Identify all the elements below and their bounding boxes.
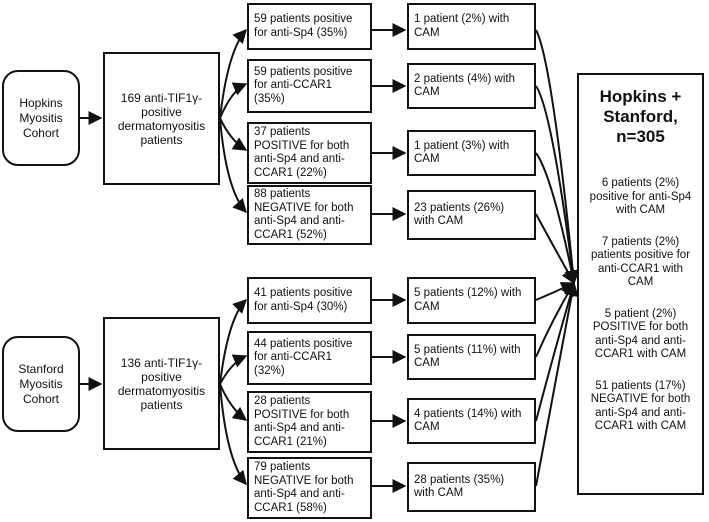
stanford-group-1: 41 patients positive for anti-Sp4 (30%)	[247, 277, 372, 324]
stanford-cohort-label: Stanford Myositis Cohort	[18, 361, 64, 406]
stanford-cam-3-label: 4 patients (14%) with CAM	[414, 407, 522, 434]
stanford-cam-2: 5 patients (11%) with CAM	[407, 334, 536, 380]
hopkins-group-4-label: 88 patients NEGATIVE for both anti-Sp4 a…	[254, 188, 354, 241]
summary-title: Hopkins + Stanford, n=305	[599, 87, 682, 146]
hopkins-cam-1-label: 1 patient (2%) with CAM	[414, 13, 510, 39]
stanford-group-2: 44 patients positive for anti-CCAR1 (32%…	[247, 331, 372, 385]
stanford-cohort-box: Stanford Myositis Cohort	[2, 336, 80, 432]
arrow-s-cam-2-to-summary	[535, 281, 575, 358]
stanford-group-4: 79 patients NEGATIVE for both anti-Sp4 a…	[247, 457, 372, 519]
summary-item-3: 5 patient (2%) POSITIVE for both anti-Sp…	[592, 307, 689, 361]
hopkins-cam-2-label: 2 patients (4%) with CAM	[414, 72, 515, 99]
stanford-cam-4: 28 patients (35%) with CAM	[407, 462, 536, 512]
stanford-group-4-label: 79 patients NEGATIVE for both anti-Sp4 a…	[254, 461, 354, 514]
arrow-h-cam-1-to-summary	[535, 29, 580, 285]
arrow-hopkins-total-to-group-2	[219, 82, 248, 119]
hopkins-total-box: 169 anti-TIF1γ- positive dermatomyositis…	[103, 52, 220, 185]
arrow-s-cam-4-to-summary	[535, 281, 579, 487]
hopkins-total-label: 169 anti-TIF1γ- positive dermatomyositis…	[117, 90, 206, 147]
stanford-cam-4-label: 28 patients (35%) with CAM	[414, 473, 505, 500]
arrow-hopkins-total-to-group-4	[219, 117, 247, 214]
hopkins-cam-3: 1 patient (3%) with CAM	[407, 130, 536, 176]
arrow-hopkins-total-to-group-1	[219, 28, 247, 119]
summary-item-4: 51 patients (17%) NEGATIVE for both anti…	[590, 379, 691, 433]
arrow-stanford-total-to-group-4	[219, 383, 247, 486]
stanford-group-3: 28 patients POSITIVE for both anti-Sp4 a…	[247, 391, 372, 453]
hopkins-group-3-label: 37 patients POSITIVE for both anti-Sp4 a…	[254, 126, 350, 179]
hopkins-group-4: 88 patients NEGATIVE for both anti-Sp4 a…	[247, 185, 372, 245]
summary-item-2: 7 patients (2%) patients positive for an…	[590, 235, 691, 289]
hopkins-group-1-label: 59 patients positive for anti-Sp4 (35%)	[254, 13, 353, 39]
hopkins-cam-3-label: 1 patient (3%) with CAM	[414, 139, 510, 166]
hopkins-group-3: 37 patients POSITIVE for both anti-Sp4 a…	[247, 122, 372, 184]
stanford-cam-2-label: 5 patients (11%) with CAM	[414, 343, 521, 370]
arrow-stanford-total-to-group-2	[219, 354, 248, 385]
stanford-cam-3: 4 patients (14%) with CAM	[407, 398, 536, 444]
stanford-group-3-label: 28 patients POSITIVE for both anti-Sp4 a…	[254, 395, 350, 448]
hopkins-group-2: 59 patients positive for anti-CCAR1 (35%…	[247, 59, 372, 113]
arrow-h-cam-3-to-summary	[535, 152, 579, 285]
summary-item-1: 6 patients (2%) positive for anti-Sp4 wi…	[589, 177, 692, 216]
hopkins-cam-2: 2 patients (4%) with CAM	[407, 63, 536, 109]
arrow-h-cam-4-to-summary	[535, 213, 575, 285]
hopkins-cam-4: 23 patients (26%) with CAM	[407, 190, 536, 240]
hopkins-cohort-box: Hopkins Myositis Cohort	[2, 70, 80, 166]
arrow-hopkins-total-to-group-3	[219, 117, 248, 151]
hopkins-group-1: 59 patients positive for anti-Sp4 (35%)	[247, 3, 372, 50]
arrow-stanford-total-to-group-1	[219, 299, 247, 385]
arrow-h-cam-2-to-summary	[535, 85, 580, 285]
hopkins-group-2-label: 59 patients positive for anti-CCAR1 (35%…	[254, 65, 353, 105]
arrow-stanford-total-to-group-3	[219, 383, 248, 421]
hopkins-cohort-label: Hopkins Myositis Cohort	[19, 95, 63, 140]
stanford-total-label: 136 anti-TIF1γ- positive dermatomyositis…	[117, 355, 206, 412]
stanford-group-2-label: 44 patients positive for anti-CCAR1 (32%…	[254, 337, 353, 377]
stanford-cam-1: 5 patients (12%) with CAM	[407, 277, 536, 324]
hopkins-cam-4-label: 23 patients (26%) with CAM	[414, 201, 505, 228]
arrow-s-cam-3-to-summary	[535, 281, 578, 422]
hopkins-cam-1: 1 patient (2%) with CAM	[407, 3, 536, 50]
stanford-group-1-label: 41 patients positive for anti-Sp4 (30%)	[254, 287, 353, 313]
summary-box: Hopkins + Stanford, n=305 6 patients (2%…	[577, 73, 704, 495]
stanford-total-box: 136 anti-TIF1γ- positive dermatomyositis…	[103, 317, 220, 450]
stanford-cam-1-label: 5 patients (12%) with CAM	[414, 287, 522, 313]
